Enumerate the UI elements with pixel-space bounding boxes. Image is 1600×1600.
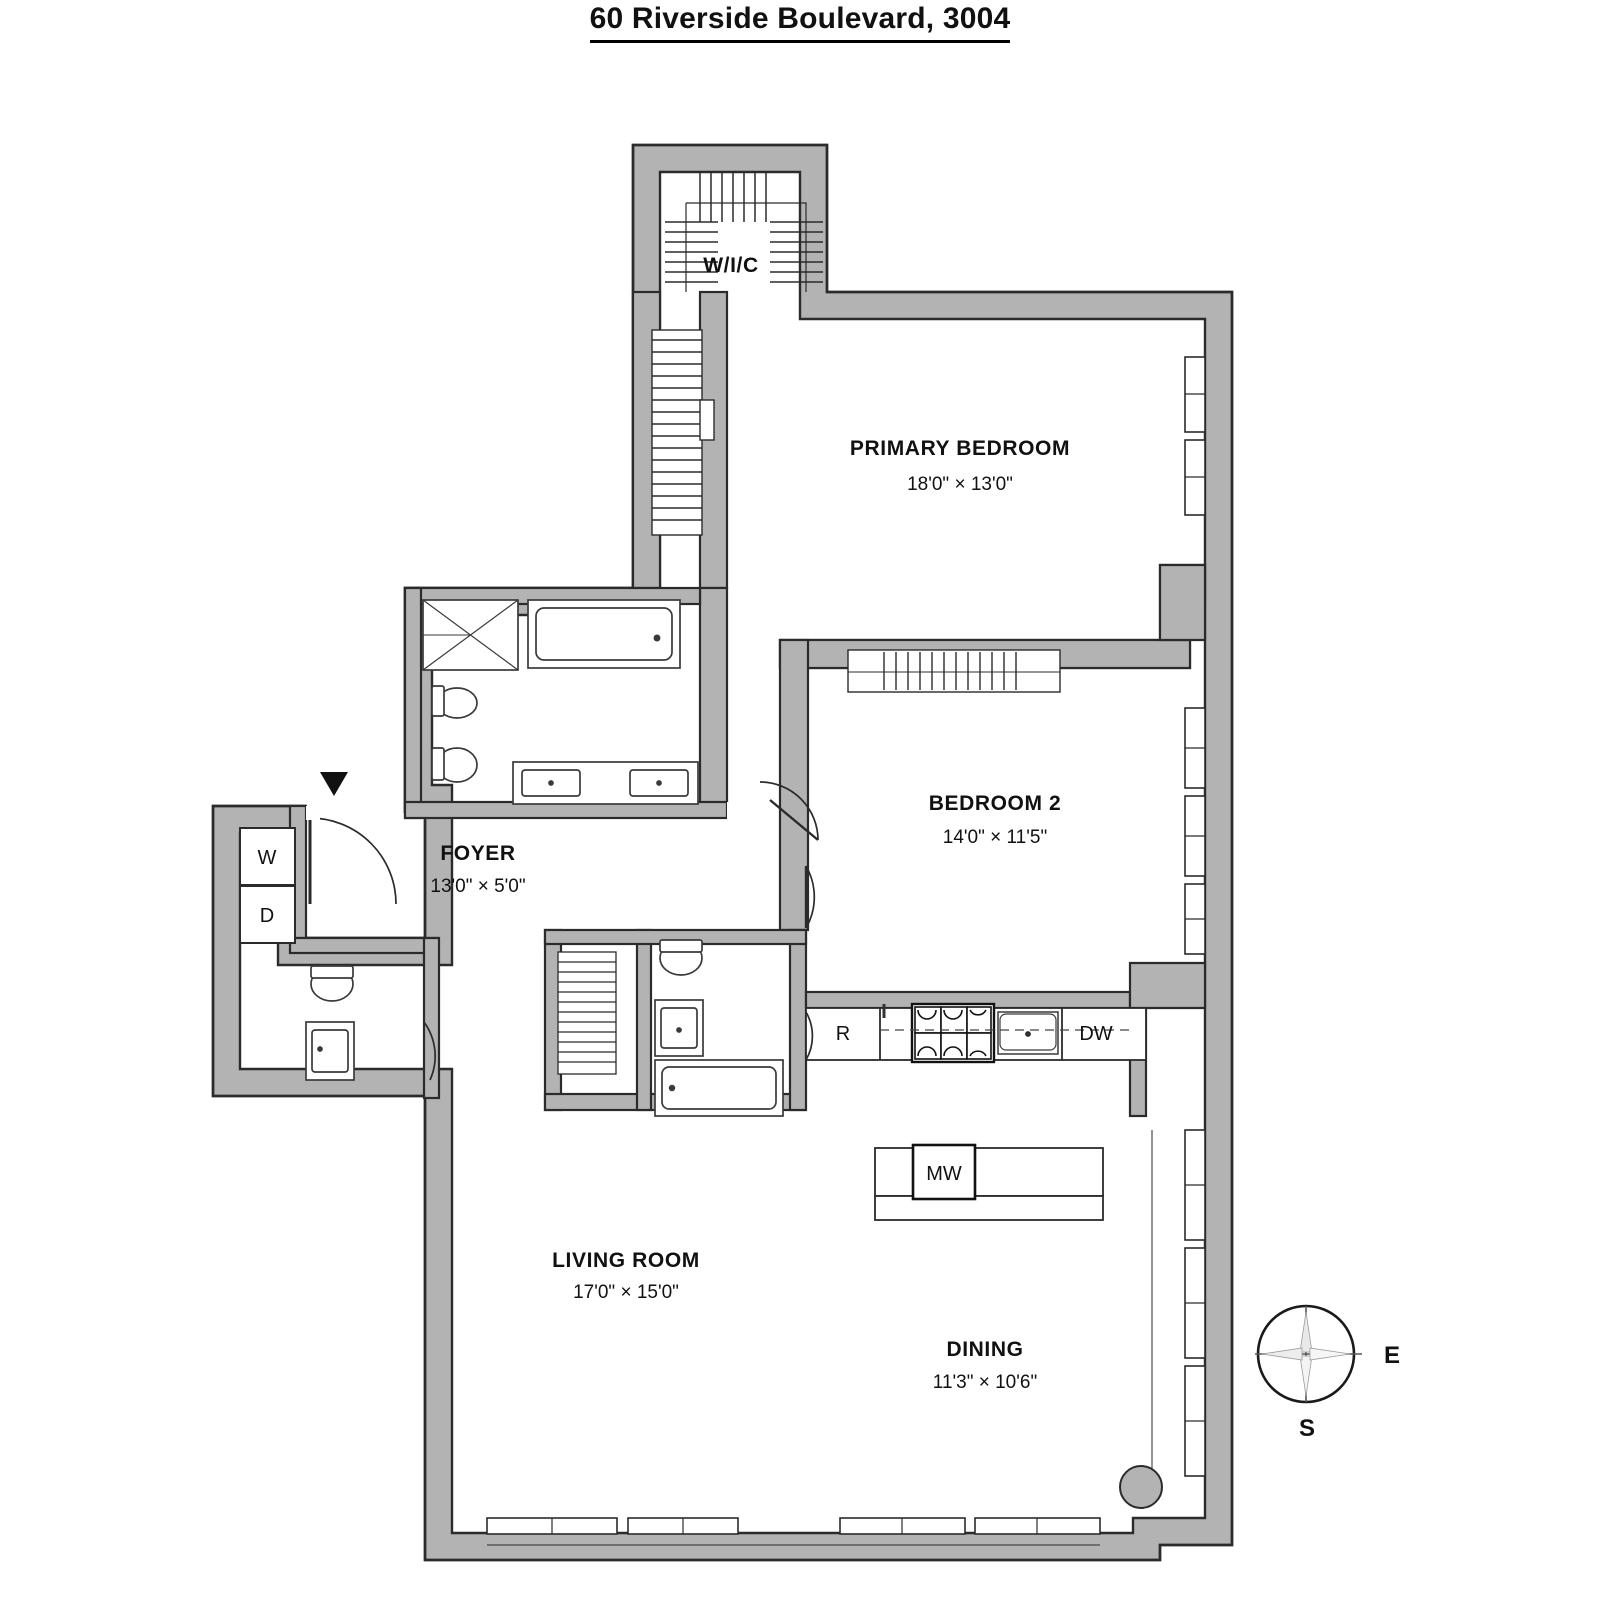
foyer-closet-shelving <box>557 951 617 1075</box>
primary-closet-shelving <box>651 329 715 536</box>
appliance-label-dryer: D <box>260 905 274 927</box>
room-dim-bedroom-2: 14'0" × 11'5" <box>943 827 1047 848</box>
room-label-living-room: LIVING ROOM <box>552 1249 700 1272</box>
compass-rose: E S <box>1255 1304 1400 1442</box>
wic-shelving <box>660 172 823 292</box>
sink-powder <box>311 1029 349 1073</box>
entry-door-swing <box>309 817 397 905</box>
compass-needle-e <box>1309 1347 1351 1361</box>
kitchen-sink-drain <box>1025 1031 1031 1037</box>
wic-shelf-outline <box>685 202 807 292</box>
appliance-label-refrigerator: R <box>836 1023 850 1045</box>
bed2-door-swing-upper <box>759 781 819 841</box>
bed2-closet-outline <box>847 649 1061 693</box>
wic-hang-outline <box>660 210 800 222</box>
compass-label-east: E <box>1384 1342 1400 1369</box>
compass-label-south: S <box>1299 1415 1315 1442</box>
wall-kitchen-corner <box>1128 961 1207 1010</box>
room-dim-living-room: 17'0" × 15'0" <box>573 1282 679 1303</box>
wall-mbath-left <box>403 586 423 820</box>
doors <box>308 781 819 1081</box>
kitchen <box>805 1002 1147 1221</box>
bed2-door-swing-lower <box>805 865 816 929</box>
toilet-primary-2-tank <box>431 747 445 781</box>
bathtub-primary-drain <box>653 634 661 642</box>
wic-top-hangers <box>699 172 767 222</box>
closet-label-wic: W/I/C <box>703 254 759 277</box>
laundry-closet <box>239 827 296 944</box>
toilet-powder-tank <box>310 965 354 979</box>
bed2-closet <box>847 649 1061 693</box>
room-dim-dining: 11'3" × 10'6" <box>933 1372 1037 1393</box>
cooktop-burners <box>914 1006 992 1060</box>
master-bath-fixtures <box>422 599 699 805</box>
bathtub-second-drain <box>668 1084 676 1092</box>
powder-room-fixtures <box>305 965 355 1081</box>
page-title: 60 Riverside Boulevard, 3004 <box>589 2 1011 43</box>
wall-primary-right-notch <box>1158 563 1207 642</box>
appliance-label-microwave: MW <box>926 1163 962 1185</box>
toilet-primary-tank <box>431 685 445 717</box>
appliance-label-washer: W <box>258 847 277 869</box>
room-dim-foyer: 13'0" × 5'0" <box>430 876 525 897</box>
compass-needle-n <box>1299 1311 1313 1353</box>
wic-right-hangers <box>770 221 823 283</box>
room-label-bedroom-2: BEDROOM 2 <box>929 792 1062 815</box>
microwave-box <box>911 1143 977 1201</box>
room-dim-primary-bedroom: 18'0" × 13'0" <box>907 474 1013 495</box>
powder-door-swing <box>423 1021 436 1081</box>
foyer-closet-outline <box>557 951 617 1075</box>
primary-closet-door-pocket <box>699 399 715 441</box>
room-label-primary-bedroom: PRIMARY BEDROOM <box>850 437 1070 460</box>
wall-powder-top <box>288 936 440 955</box>
sink-second-drain <box>676 1027 682 1033</box>
opening-foyer-bath <box>727 802 737 820</box>
second-bath-fixtures <box>654 939 784 1117</box>
kitchen-island <box>874 1147 1104 1197</box>
door-openings <box>306 802 737 820</box>
dryer-box <box>239 885 296 944</box>
bathtub-primary-inner <box>535 607 673 661</box>
wall-bed2-left <box>778 638 810 932</box>
structural-column <box>1119 1465 1163 1509</box>
sink-primary-left-drain <box>548 780 554 786</box>
fixture-labels: W/I/C W D R DW MW <box>258 254 1113 1185</box>
wall-second-bath-left <box>635 928 653 1112</box>
window-mullions <box>487 393 1205 1546</box>
entry-arrow-icon <box>320 772 348 796</box>
shower-x <box>422 599 519 671</box>
windows <box>486 356 1206 1535</box>
wic-left-hangers <box>665 221 718 283</box>
room-label-foyer: FOYER <box>440 842 515 865</box>
opening-entry <box>306 806 320 820</box>
wall-second-bath-right <box>788 928 808 1112</box>
wall-corridor-top <box>698 586 729 805</box>
bed2-door-leaf-upper <box>769 799 819 841</box>
bathtub-second-inner <box>661 1066 777 1110</box>
toilet-second-tank <box>659 939 703 953</box>
title-bar: 60 Riverside Boulevard, 3004 <box>0 2 1600 43</box>
kitchen-island-lower <box>874 1195 1104 1221</box>
second-bath-door-swing <box>805 1011 814 1061</box>
compass-needle-s <box>1299 1355 1313 1397</box>
bed2-closet-hangers <box>883 652 1017 690</box>
primary-closet-outline <box>651 329 703 536</box>
room-labels: PRIMARY BEDROOM 18'0" × 13'0" BEDROOM 2 … <box>430 437 1070 1393</box>
washer-box <box>239 827 296 886</box>
sink-powder-drain <box>317 1046 323 1052</box>
appliance-label-dishwasher: DW <box>1079 1023 1112 1045</box>
sink-primary-right-drain <box>656 780 662 786</box>
compass-needle-w <box>1261 1347 1303 1361</box>
room-label-dining: DINING <box>946 1338 1023 1361</box>
